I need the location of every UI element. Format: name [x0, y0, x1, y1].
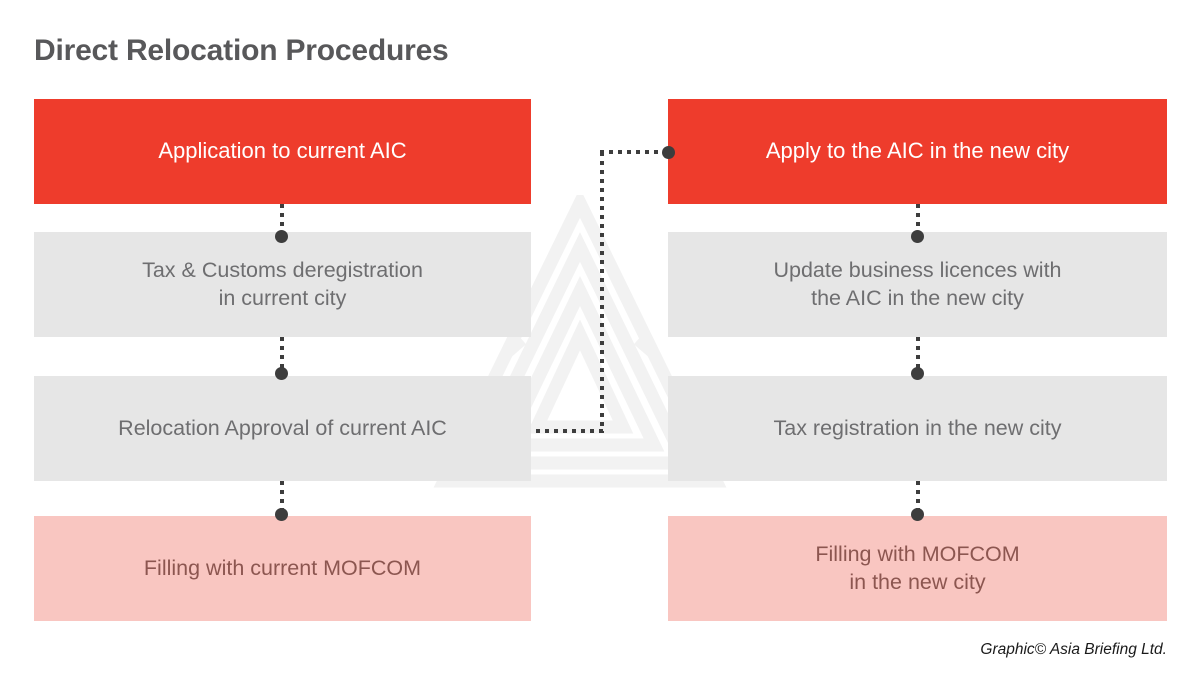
right-connector-3-4-line	[916, 481, 920, 511]
right-step-4-label: Filling with MOFCOM in the new city	[815, 541, 1020, 594]
right-step-2-update-business-licences[interactable]: Update business licences with the AIC in…	[668, 232, 1167, 337]
left-connector-1-2-dot	[275, 230, 288, 243]
cross-connector-horizontal-lower	[536, 429, 604, 433]
right-connector-1-2-line	[916, 204, 920, 234]
left-step-2-tax-customs-deregistration[interactable]: Tax & Customs deregistration in current …	[34, 232, 531, 337]
right-step-3-tax-registration-new-city[interactable]: Tax registration in the new city	[668, 376, 1167, 481]
graphic-credit: Graphic© Asia Briefing Ltd.	[980, 641, 1167, 658]
right-step-4-filling-with-mofcom-new-city[interactable]: Filling with MOFCOM in the new city	[668, 516, 1167, 621]
left-step-1-application-to-current-aic[interactable]: Application to current AIC	[34, 99, 531, 204]
left-connector-3-4-line	[280, 481, 284, 511]
left-connector-1-2-line	[280, 204, 284, 234]
left-step-3-label: Relocation Approval of current AIC	[118, 415, 447, 440]
left-step-2-label: Tax & Customs deregistration in current …	[142, 257, 423, 310]
right-connector-2-3-line	[916, 337, 920, 369]
cross-connector-arrival-dot	[662, 146, 675, 159]
left-step-4-label: Filling with current MOFCOM	[143, 555, 422, 580]
cross-connector-horizontal-upper	[600, 150, 668, 154]
page-title: Direct Relocation Procedures	[34, 34, 449, 67]
right-step-1-apply-to-aic-new-city[interactable]: Apply to the AIC in the new city	[668, 99, 1167, 204]
right-connector-2-3-dot	[911, 367, 924, 380]
right-step-1-label: Apply to the AIC in the new city	[765, 138, 1070, 164]
left-step-3-relocation-approval[interactable]: Relocation Approval of current AIC	[34, 376, 531, 481]
left-connector-3-4-dot	[275, 508, 288, 521]
left-step-1-label: Application to current AIC	[158, 138, 407, 164]
cross-connector-vertical	[600, 152, 604, 433]
right-step-2-label: Update business licences with the AIC in…	[773, 257, 1062, 310]
right-step-3-label: Tax registration in the new city	[773, 415, 1062, 440]
right-connector-3-4-dot	[911, 508, 924, 521]
left-connector-2-3-line	[280, 337, 284, 369]
right-connector-1-2-dot	[911, 230, 924, 243]
left-step-4-filling-with-current-mofcom[interactable]: Filling with current MOFCOM	[34, 516, 531, 621]
left-connector-2-3-dot	[275, 367, 288, 380]
